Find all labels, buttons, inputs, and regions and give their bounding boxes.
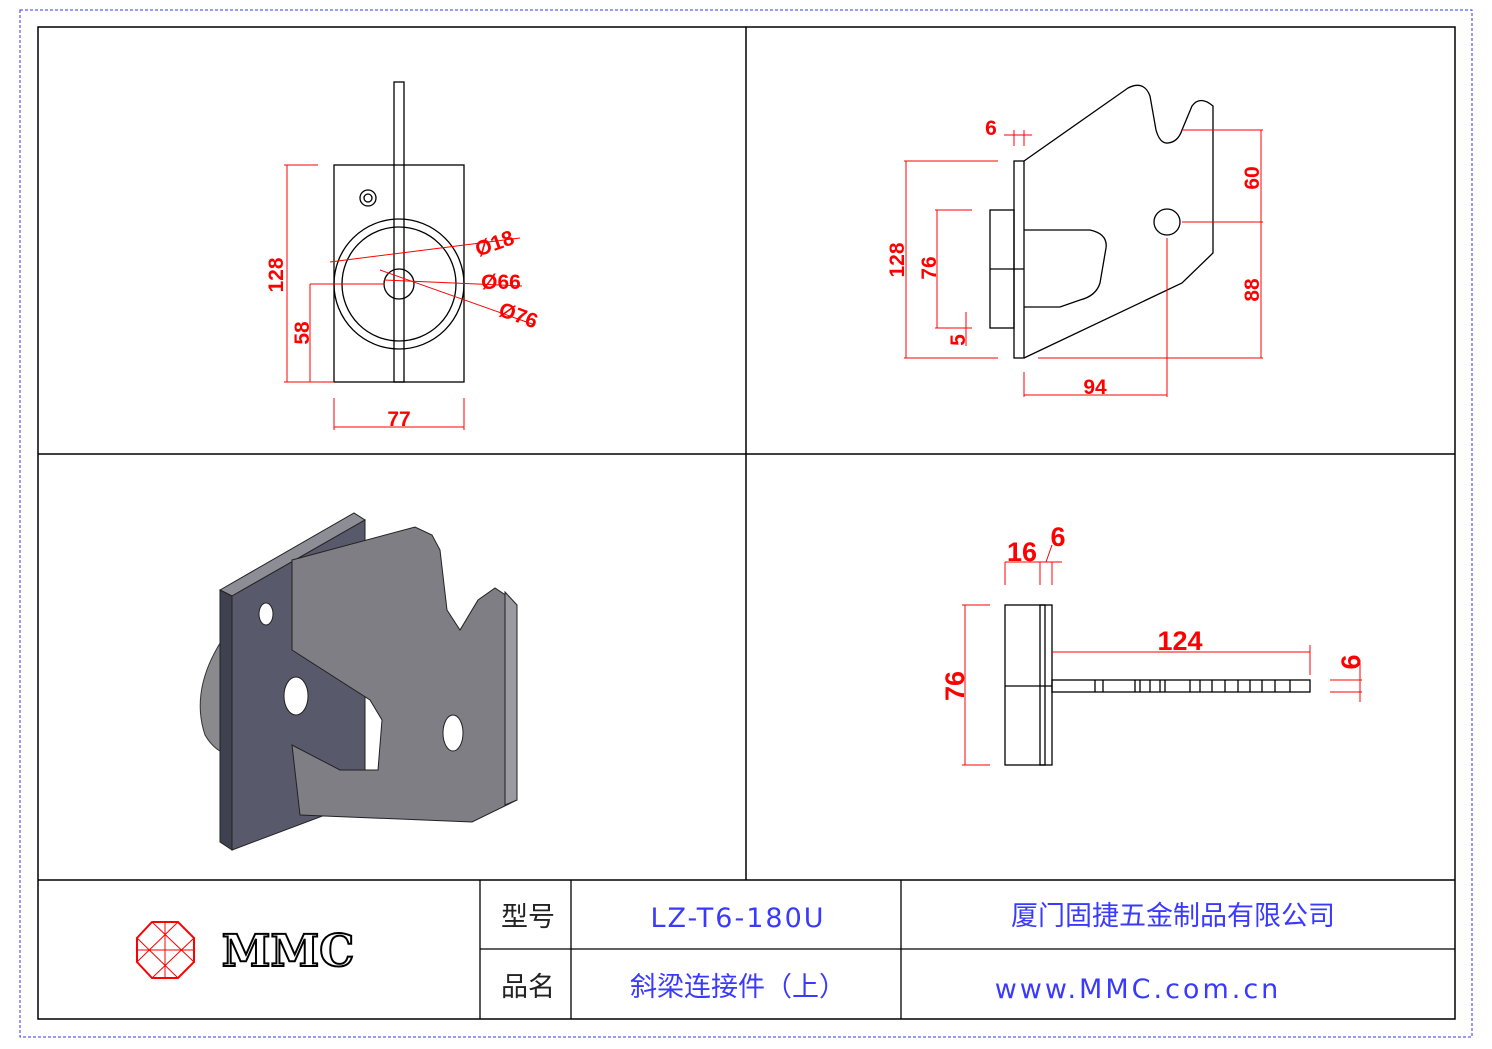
dim-dia-18: Ø18 (472, 226, 517, 261)
dim-side-lower: 88 (1241, 278, 1264, 302)
dim-side-thickness: 6 (985, 117, 997, 140)
dim-front-lower: 58 (291, 321, 314, 345)
dim-side-length: 94 (1083, 376, 1107, 399)
svg-text:MMC: MMC (222, 926, 354, 977)
top-view: 16 6 76 124 6 (940, 522, 1366, 766)
dim-top-plate: 6 (1050, 522, 1065, 552)
name-label: 品名 (501, 972, 555, 1003)
sheet-border (19, 9, 1473, 1038)
dim-dia-66: Ø66 (481, 271, 521, 294)
dim-side-hub: 76 (918, 256, 941, 279)
model-label: 型号 (501, 902, 555, 933)
side-view: 6 128 76 5 60 88 94 (886, 84, 1264, 399)
dim-side-offset: 5 (947, 334, 970, 346)
front-view: 128 58 77 Ø18 Ø66 Ø76 (265, 81, 541, 431)
company-logo: MMC (136, 921, 355, 979)
model-value: LZ-T6-180U (650, 903, 825, 934)
dim-side-upper: 60 (1241, 166, 1264, 189)
part-name: 斜梁连接件（上） (630, 972, 846, 1003)
isometric-view (199, 512, 518, 851)
dim-front-height: 128 (265, 257, 288, 292)
dim-top-hub-width: 16 (1007, 537, 1037, 567)
title-block: MMC 型号 LZ-T6-180U 厦门固捷五金制品有限公司 品名 斜梁连接件（… (38, 879, 1455, 1019)
dim-dia-76: Ø76 (496, 298, 541, 333)
company-name: 厦门固捷五金制品有限公司 (1011, 901, 1335, 932)
dim-top-shaft-thickness: 6 (1336, 654, 1366, 669)
dim-top-shaft-length: 124 (1157, 626, 1202, 656)
dim-front-width: 77 (387, 408, 410, 431)
dim-side-height: 128 (886, 242, 909, 277)
website[interactable]: www.MMC.com.cn (995, 974, 1282, 1005)
dim-top-hub-height: 76 (940, 671, 970, 701)
